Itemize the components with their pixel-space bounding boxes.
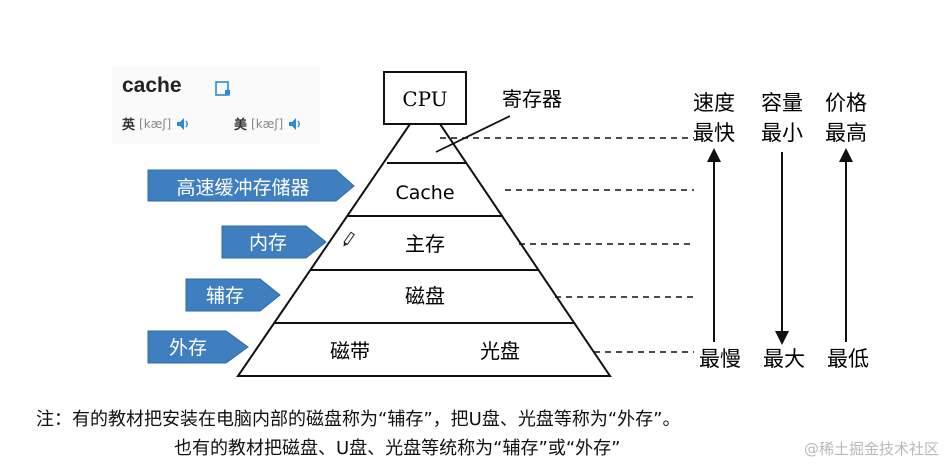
- capacity-top-1: 容量: [761, 91, 803, 115]
- price-top-2: 最高: [825, 121, 867, 145]
- pencil-icon: [343, 231, 355, 247]
- us-ipa: [kæʃ]: [251, 116, 284, 131]
- bookmark-icon[interactable]: [214, 80, 232, 98]
- note-line-1: 注：有的教材把安装在电脑内部的磁盘称为“辅存”，把U盘、光盘等称为“外存”。: [36, 409, 681, 430]
- uk-pronunciation: 英 [kæʃ]: [122, 114, 191, 133]
- uk-ipa: [kæʃ]: [139, 116, 172, 131]
- callout-cache: 高速缓冲存储器: [147, 169, 355, 202]
- register-label: 寄存器: [502, 87, 562, 111]
- cpu-label: CPU: [402, 87, 447, 111]
- level-cache-label: Cache: [395, 182, 454, 204]
- us-pronunciation: 美 [kæʃ]: [234, 114, 303, 133]
- speaker-icon[interactable]: [287, 116, 303, 132]
- watermark: @稀土掘金技术社区: [803, 440, 939, 458]
- pyramid-outline: [236, 123, 612, 377]
- callout-cache-label: 高速缓冲存储器: [176, 177, 309, 199]
- price-bottom: 最低: [827, 347, 869, 371]
- level-optical-label: 光盘: [480, 339, 520, 363]
- level-tape-label: 磁带: [330, 339, 370, 363]
- callout-aux: 辅存: [185, 278, 281, 312]
- dictionary-card: cache 英 [kæʃ] 美 [kæʃ]: [112, 66, 320, 144]
- speed-top-2: 最快: [693, 121, 735, 145]
- speed-top-1: 速度: [693, 91, 735, 115]
- uk-label: 英: [122, 118, 136, 133]
- callout-external: 外存: [147, 330, 249, 364]
- dictionary-word: cache: [122, 74, 182, 97]
- level-main-memory-label: 主存: [405, 232, 445, 256]
- note-line-2: 也有的教材把磁盘、U盘、光盘等统称为“辅存”或“外存”: [174, 438, 621, 459]
- register-pointer: [435, 115, 511, 153]
- callout-memory: 内存: [221, 225, 327, 259]
- speed-bottom: 最慢: [699, 347, 741, 371]
- callout-memory-label: 内存: [249, 232, 287, 254]
- level-disk-label: 磁盘: [405, 284, 445, 308]
- cpu-box: [383, 71, 467, 125]
- capacity-bottom: 最大: [763, 347, 805, 371]
- capacity-top-2: 最小: [761, 121, 803, 145]
- callout-external-label: 外存: [169, 337, 207, 359]
- callout-aux-label: 辅存: [206, 285, 244, 307]
- us-label: 美: [234, 118, 248, 133]
- speaker-icon[interactable]: [175, 116, 191, 132]
- price-top-1: 价格: [825, 91, 867, 115]
